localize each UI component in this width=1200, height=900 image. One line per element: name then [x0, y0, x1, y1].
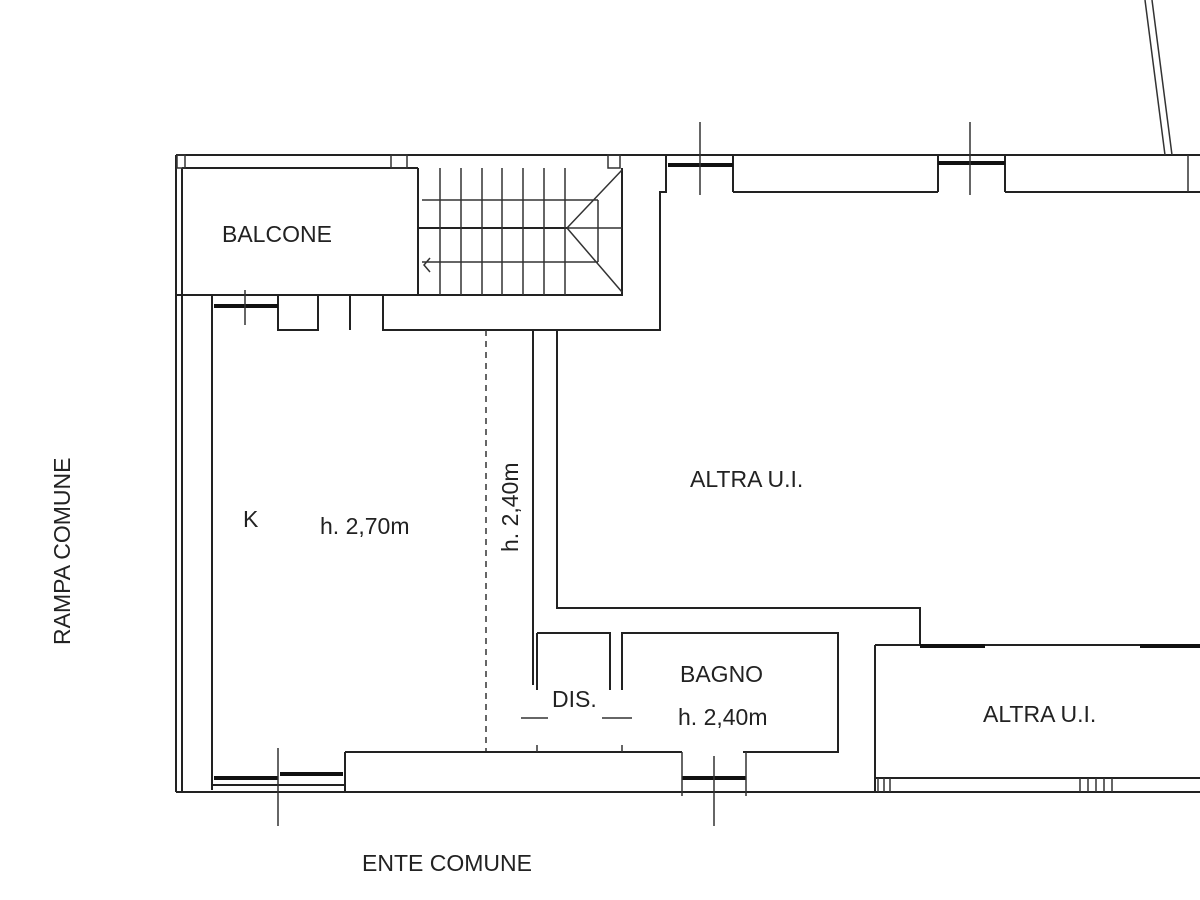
label-balcone: BALCONE: [222, 221, 332, 247]
label-kitchen: K: [243, 506, 259, 532]
walls: [175, 0, 1200, 826]
label-altra-ui-upper: ALTRA U.I.: [690, 466, 803, 492]
label-corridor-height: h. 2,40m: [497, 463, 523, 553]
label-altra-ui-lower: ALTRA U.I.: [983, 701, 1096, 727]
label-bagno: BAGNO: [680, 661, 763, 687]
label-ente-comune: ENTE COMUNE: [362, 850, 532, 876]
label-bagno-height: h. 2,40m: [678, 704, 768, 730]
staircase: [417, 168, 623, 296]
label-kitchen-height: h. 2,70m: [320, 513, 410, 539]
label-rampa-comune: RAMPA COMUNE: [49, 458, 75, 645]
labels: BALCONE ALTRA U.I. K h. 2,70m h. 2,40m D…: [49, 221, 1096, 876]
label-dis: DIS.: [552, 686, 597, 712]
